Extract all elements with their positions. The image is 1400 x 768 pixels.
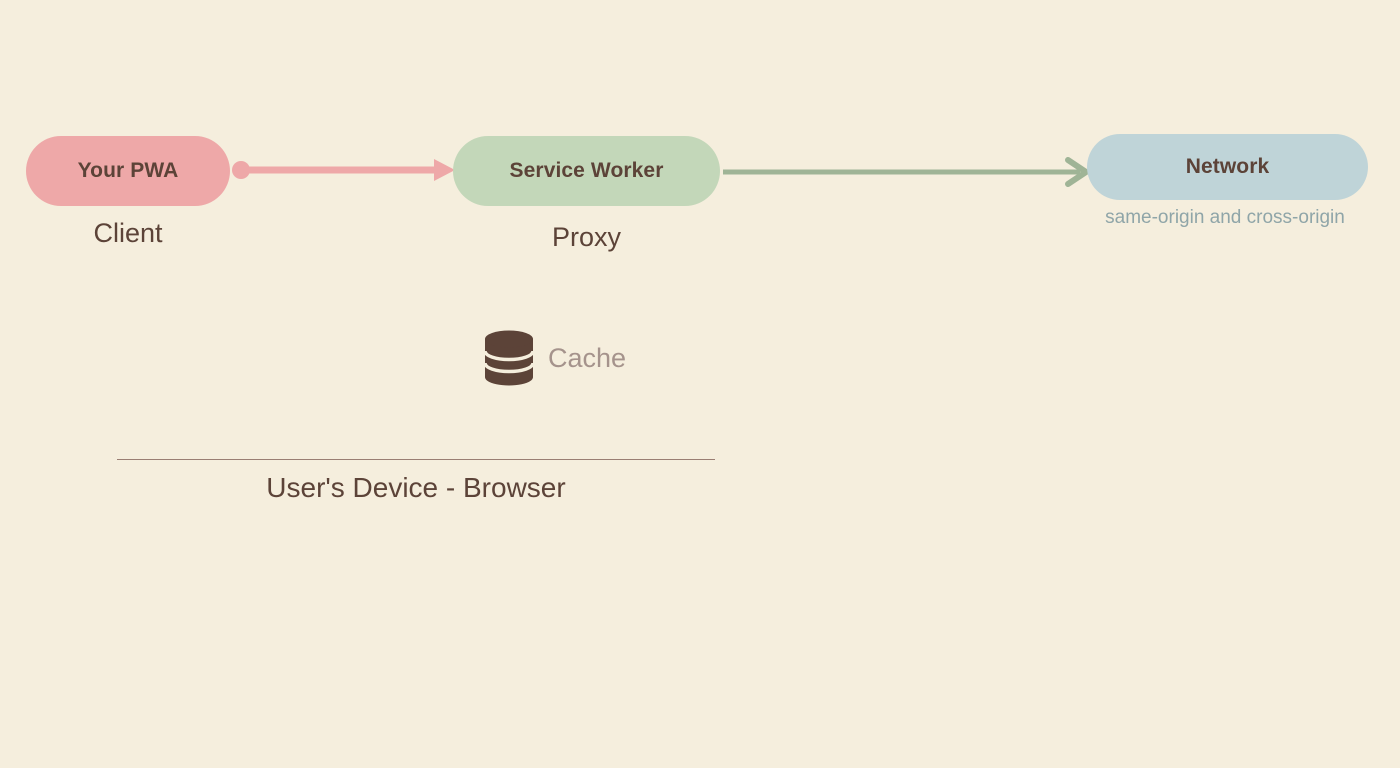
connector-start-dot-icon (232, 161, 250, 179)
cache-label: Cache (548, 342, 627, 373)
database-icon (484, 330, 534, 386)
node-network[interactable]: Network (1087, 134, 1368, 200)
node-label: Service Worker (509, 159, 664, 182)
connector-service-worker-to-network (723, 157, 1089, 187)
connector-arrowhead-icon (1065, 157, 1089, 187)
node-label: Your PWA (77, 159, 179, 182)
node-caption-client: Client (93, 218, 163, 248)
device-boundary-divider (117, 459, 715, 460)
node-caption-network: same-origin and cross-origin (1105, 207, 1345, 228)
node-label: Network (1185, 155, 1270, 178)
node-caption-proxy: Proxy (551, 222, 622, 252)
connector-arrowhead-icon (434, 159, 455, 181)
device-boundary-caption: User's Device - Browser (266, 472, 566, 503)
connector-pwa-to-service-worker (232, 159, 455, 181)
cache-group[interactable]: Cache (484, 330, 626, 386)
node-your-pwa[interactable]: Your PWA (26, 136, 230, 206)
node-service-worker[interactable]: Service Worker (453, 136, 720, 206)
